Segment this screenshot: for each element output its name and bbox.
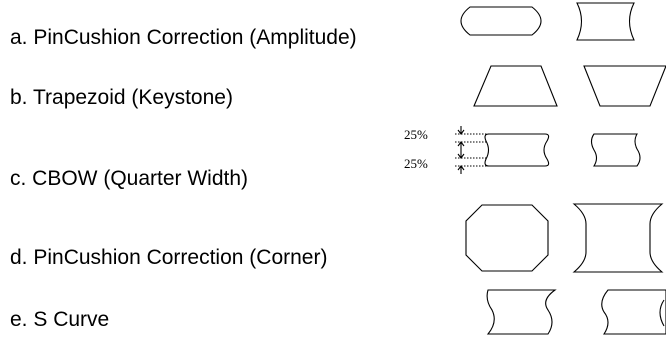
item-e-s-curve-shape-right bbox=[601, 289, 666, 335]
cbow-top-percent: 25% bbox=[404, 127, 428, 142]
item-d-label: d. PinCushion Correction (Corner) bbox=[10, 246, 328, 269]
item-a-pincushion-shape bbox=[576, 2, 635, 41]
cbow-arrowhead-top-down bbox=[457, 129, 465, 135]
item-c-cbow-shape-left bbox=[484, 133, 550, 167]
cbow-arrowhead-bottom-down bbox=[457, 153, 465, 159]
item-c-label: c. CBOW (Quarter Width) bbox=[10, 167, 249, 190]
item-d-corner-pincushion-shape bbox=[572, 203, 664, 273]
item-a-label: a. PinCushion Correction (Amplitude) bbox=[10, 26, 357, 49]
item-e-label: e. S Curve bbox=[10, 308, 110, 331]
item-c-cbow-shape-right bbox=[590, 133, 641, 167]
item-a-barrel-shape bbox=[460, 6, 542, 36]
cbow-arrowhead-top-up bbox=[457, 141, 465, 147]
item-b-label: b. Trapezoid (Keystone) bbox=[10, 86, 233, 109]
item-e-s-curve-shape-left bbox=[486, 289, 557, 335]
item-b-trapezoid-wide-bottom bbox=[473, 65, 558, 107]
item-d-octagon-shape bbox=[465, 204, 549, 272]
cbow-arrowhead-bottom-up bbox=[457, 165, 465, 171]
item-b-trapezoid-wide-top bbox=[583, 65, 666, 107]
item-e-s-curve-inner-stroke bbox=[659, 299, 665, 327]
cbow-bottom-percent: 25% bbox=[404, 156, 428, 171]
